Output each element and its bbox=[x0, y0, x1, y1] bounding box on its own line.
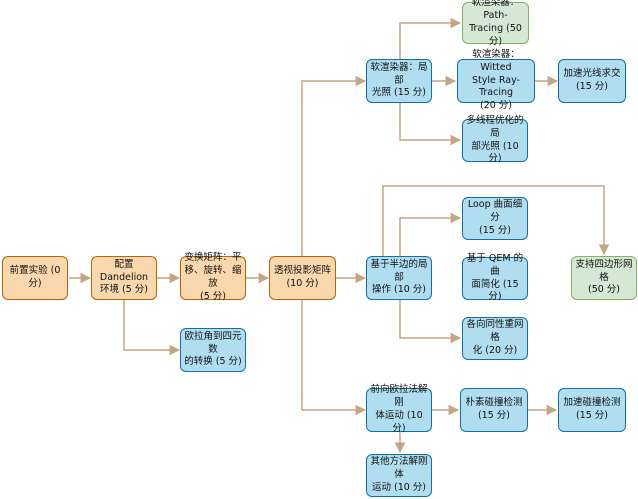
node-halfedge-ops-label: 基于半边的局部 操作 (10 分) bbox=[370, 258, 428, 296]
node-path-tracing: 软渲染器：Path- Tracing (50 分) bbox=[462, 0, 529, 47]
node-transform-matrix-label: 变换矩阵：平 移、旋转、缩放 (5 分) bbox=[184, 252, 242, 302]
edge-soft-local-to-path-tracing bbox=[399, 17, 462, 59]
edge-soft-local-to-multithread bbox=[399, 103, 462, 146]
node-euler-to-quaternion-label: 欧拉角到四元数 的转换 (5 分) bbox=[184, 330, 242, 368]
node-dandelion-setup: 配置 Dandelion 环境 (5 分) bbox=[91, 256, 157, 300]
edge-perspective-to-soft-local bbox=[301, 75, 367, 256]
node-loop-subdivision: Loop 曲面细分 (15 分) bbox=[462, 197, 528, 240]
edge-halfedge-to-remesh bbox=[399, 300, 462, 344]
node-naive-collision: 朴素碰撞检测 (15 分) bbox=[460, 388, 528, 432]
node-dandelion-setup-label: 配置 Dandelion 环境 (5 分) bbox=[99, 258, 149, 296]
node-accelerated-collision: 加速碰撞检测 (15 分) bbox=[558, 388, 626, 432]
node-whitted-ray-tracing-label: 软渲染器：Witted Style Ray-Tracing (20 分) bbox=[472, 48, 520, 112]
node-transform-matrix: 变换矩阵：平 移、旋转、缩放 (5 分) bbox=[180, 252, 246, 302]
node-accelerated-collision-label: 加速碰撞检测 (15 分) bbox=[563, 397, 621, 421]
node-quad-mesh-support: 支持四边形网格 (50 分) bbox=[571, 256, 637, 300]
node-isotropic-remesh-label: 各向同性重网格 化 (20 分) bbox=[466, 319, 524, 356]
node-isotropic-remesh: 各向同性重网格 化 (20 分) bbox=[462, 317, 528, 360]
node-multithread-local-label: 多线程优化的局 部光照 (10 分) bbox=[466, 114, 524, 165]
node-loop-subdivision-label: Loop 曲面细分 (15 分) bbox=[467, 199, 523, 236]
node-qem-simplification-label: 基于 QEM 的曲 面简化 (15 分) bbox=[466, 252, 524, 303]
node-multithread-local: 多线程优化的局 部光照 (10 分) bbox=[462, 115, 528, 164]
node-pre-experiment: 前置实验 (0 分) bbox=[2, 256, 68, 300]
node-forward-euler: 前向欧拉法解刚 体运动 (10 分) bbox=[366, 384, 432, 434]
node-other-rigid-methods-label: 其他方法解刚体 运动 (10 分) bbox=[370, 456, 428, 493]
node-qem-simplification: 基于 QEM 的曲 面简化 (15 分) bbox=[462, 253, 528, 302]
node-whitted-ray-tracing: 软渲染器：Witted Style Ray-Tracing (20 分) bbox=[457, 49, 535, 111]
node-soft-renderer-local: 软渲染器：局部 光照 (15 分) bbox=[366, 59, 432, 103]
node-accelerated-ray-label: 加速光线求交 (15 分) bbox=[563, 68, 621, 92]
edge-dandelion-to-euler-quat bbox=[123, 300, 181, 356]
node-pre-experiment-label: 前置实验 (0 分) bbox=[9, 265, 61, 289]
node-other-rigid-methods: 其他方法解刚体 运动 (10 分) bbox=[366, 454, 432, 497]
edge-halfedge-to-quad-mesh bbox=[382, 185, 610, 256]
node-naive-collision-label: 朴素碰撞检测 (15 分) bbox=[465, 397, 523, 421]
edge-halfedge-to-loop bbox=[399, 212, 462, 256]
node-accelerated-ray: 加速光线求交 (15 分) bbox=[558, 59, 626, 103]
node-forward-euler-label: 前向欧拉法解刚 体运动 (10 分) bbox=[370, 384, 428, 434]
node-perspective-projection: 透视投影矩阵 (10 分) bbox=[269, 256, 336, 300]
edge-perspective-to-euler-forward bbox=[301, 300, 367, 416]
node-soft-renderer-local-label: 软渲染器：局部 光照 (15 分) bbox=[370, 61, 428, 99]
node-halfedge-ops: 基于半边的局部 操作 (10 分) bbox=[366, 256, 432, 300]
node-perspective-projection-label: 透视投影矩阵 (10 分) bbox=[273, 265, 331, 289]
node-path-tracing-label: 软渲染器：Path- Tracing (50 分) bbox=[469, 0, 522, 47]
node-quad-mesh-support-label: 支持四边形网格 (50 分) bbox=[575, 258, 633, 296]
node-euler-to-quaternion: 欧拉角到四元数 的转换 (5 分) bbox=[180, 328, 246, 372]
